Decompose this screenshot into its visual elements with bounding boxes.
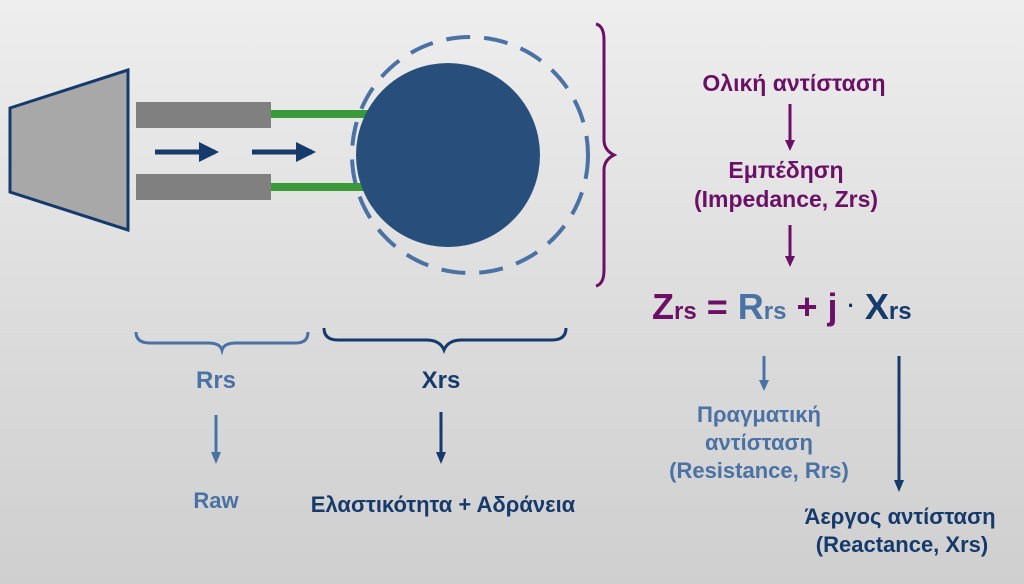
lower-tube	[136, 174, 271, 200]
real-resistance-line1: Πραγματική	[697, 402, 821, 427]
eq-r-sub: rs	[763, 298, 787, 325]
upper-green-line	[271, 110, 371, 118]
eq-r: R	[737, 286, 764, 327]
eq-dot: ·	[847, 293, 855, 318]
arrow-to-resistance-head	[759, 380, 769, 391]
lung-circle	[356, 63, 540, 247]
elasticity-inertia-label: Ελαστικότητα + Αδράνεια	[310, 492, 576, 517]
arrow-total-impedance-head	[785, 140, 795, 151]
mouthpiece-shape	[8, 67, 130, 233]
real-resistance-line2: αντίσταση	[705, 430, 813, 455]
lower-green-line	[271, 183, 371, 191]
eq-x: X	[864, 286, 889, 327]
eq-x-sub: rs	[888, 298, 912, 325]
impedance-equation: Zrs = Rrs + j · Xrs	[652, 286, 912, 328]
eq-plus: +	[796, 286, 818, 327]
arrow-rrs-raw-head	[211, 452, 221, 464]
xrs-brace	[322, 327, 568, 355]
vertical-brace	[595, 22, 618, 288]
lung-dashed-circle	[350, 35, 590, 275]
rrs-brace	[134, 331, 310, 356]
arrow-to-reactance-head	[894, 480, 904, 492]
reactance-line2: (Reactance, Xrs)	[815, 532, 989, 557]
eq-z: Z	[652, 286, 674, 327]
xrs-label: Xrs	[421, 367, 461, 394]
real-resistance-line3: (Resistance, Rrs)	[669, 458, 849, 483]
raw-label: Raw	[193, 488, 239, 513]
eq-equals: =	[706, 286, 728, 327]
arrow-impedance-equation-head	[785, 256, 795, 267]
eq-z-sub: rs	[674, 298, 697, 325]
reactance-line1: Άεργος αντίσταση	[804, 504, 996, 529]
total-resistance-label: Ολική αντίσταση	[702, 70, 886, 96]
impedance-label-line1: Εμπέδηση	[728, 157, 844, 183]
arrow-xrs-elasticity-head	[436, 452, 446, 464]
upper-tube	[136, 102, 271, 128]
rrs-label: Rrs	[195, 367, 237, 394]
impedance-label-line2: (Impedance, Zrs)	[693, 186, 879, 212]
eq-j: j	[827, 286, 838, 327]
